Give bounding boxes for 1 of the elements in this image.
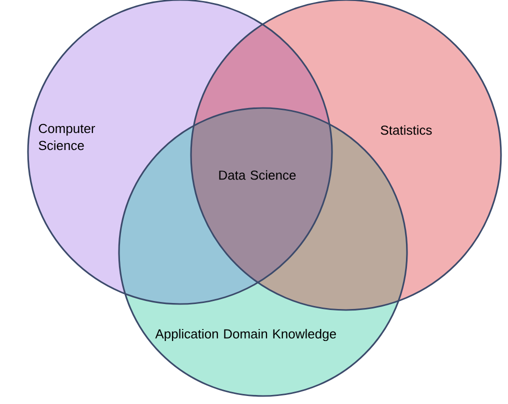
region-label: Data Science — [219, 170, 296, 180]
